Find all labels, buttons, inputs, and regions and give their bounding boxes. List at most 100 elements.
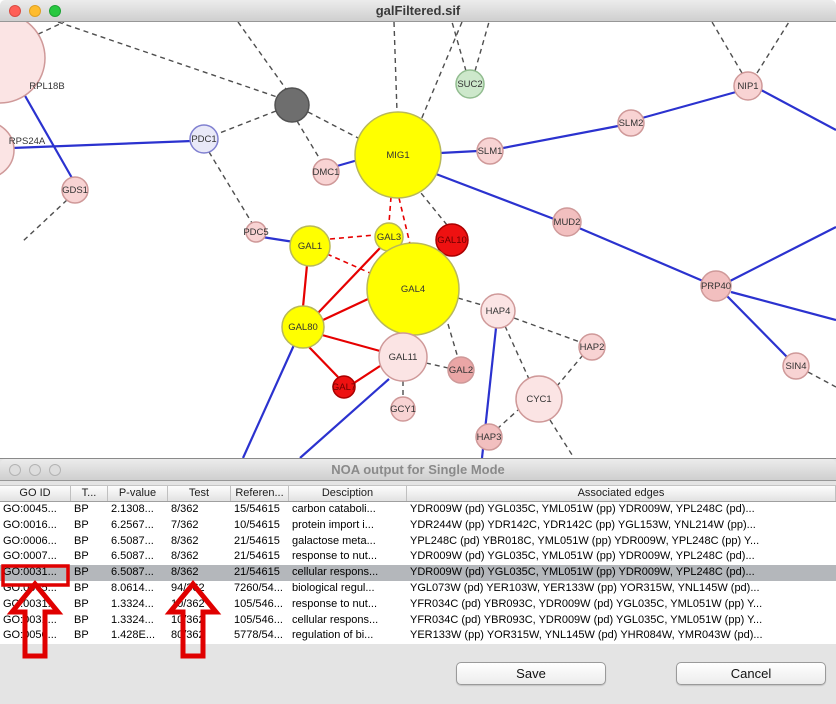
node-gcy1[interactable] [390, 396, 416, 422]
graph-edge[interactable] [425, 362, 449, 369]
column-header-associated-edges[interactable]: Associated edges [407, 486, 836, 501]
node-pdc5[interactable] [245, 221, 267, 243]
column-header-p-value[interactable]: P-value [108, 486, 168, 501]
graph-edge[interactable] [11, 139, 193, 150]
node-nip1[interactable] [733, 71, 763, 101]
graph-edge[interactable] [296, 120, 322, 162]
graph-edge[interactable] [807, 371, 836, 388]
node-sin4[interactable] [782, 352, 810, 380]
node-gal80[interactable] [281, 305, 325, 349]
graph-edge[interactable] [457, 297, 483, 306]
graph-edge[interactable] [760, 89, 836, 131]
graph-edge[interactable] [208, 151, 253, 224]
graph-edge[interactable] [241, 344, 296, 458]
node-gds1[interactable] [61, 176, 89, 204]
graph-edge[interactable] [261, 235, 295, 244]
graph-edge[interactable] [326, 253, 371, 274]
node-rpl18b[interactable] [0, 22, 46, 104]
graph-edge[interactable] [308, 346, 339, 378]
node-dmc1[interactable] [312, 158, 340, 186]
graph-edge[interactable] [711, 22, 743, 74]
node-slm2[interactable] [617, 109, 645, 137]
graph-edge[interactable] [420, 22, 463, 121]
graph-edge[interactable] [329, 234, 376, 240]
graph-edge[interactable] [307, 111, 361, 140]
graph-edge[interactable] [513, 317, 581, 343]
column-header-go-id[interactable]: GO ID [0, 486, 71, 501]
graph-edge[interactable] [504, 325, 530, 380]
graph-edge[interactable] [756, 22, 790, 74]
node-prp40[interactable] [700, 270, 732, 302]
zoom-button[interactable] [49, 4, 61, 17]
column-header-test[interactable]: Test [168, 486, 231, 501]
cancel-button[interactable]: Cancel [676, 662, 826, 685]
node-hap4[interactable] [480, 293, 516, 329]
graph-edge[interactable] [57, 22, 281, 99]
node-hap3[interactable] [475, 423, 503, 451]
graph-edge[interactable] [317, 247, 381, 314]
node-gal1[interactable] [289, 225, 331, 267]
column-header-reference[interactable]: Referen... [231, 486, 289, 501]
graph-edge[interactable] [420, 192, 448, 226]
graph-edge[interactable] [502, 124, 619, 150]
node-rps24a[interactable] [0, 122, 15, 178]
graph-edge[interactable] [641, 90, 737, 120]
graph-window-titlebar[interactable]: galFiltered.sif [0, 0, 836, 22]
graph-edge[interactable] [549, 419, 575, 458]
node-gal11[interactable] [378, 332, 428, 382]
node-gray-node[interactable] [274, 87, 310, 123]
column-header-description[interactable]: Desciption [289, 486, 407, 501]
graph-edge[interactable] [556, 354, 584, 387]
node-cyc1[interactable] [515, 375, 563, 423]
graph-edge[interactable] [216, 110, 277, 135]
node-pdc1[interactable] [189, 124, 219, 154]
noa-window-titlebar[interactable]: NOA output for Single Mode [0, 459, 836, 481]
node-slm1[interactable] [476, 137, 504, 165]
node-suc2[interactable] [455, 69, 485, 99]
graph-edge[interactable] [237, 22, 287, 90]
graph-edge[interactable] [393, 22, 398, 113]
graph-edge[interactable] [726, 295, 788, 358]
zoom-button[interactable] [49, 463, 61, 476]
node-gal2[interactable] [447, 356, 475, 384]
graph-edge[interactable] [496, 409, 519, 430]
graph-edge[interactable] [353, 365, 381, 384]
graph-edge[interactable] [447, 323, 459, 359]
graph-edge[interactable] [388, 196, 392, 224]
node-mud2[interactable] [552, 207, 582, 237]
graph-edge[interactable] [321, 333, 381, 353]
node-hap2[interactable] [578, 333, 606, 361]
graph-edge[interactable] [451, 22, 467, 72]
graph-edge[interactable] [474, 22, 490, 72]
graph-edge[interactable] [336, 158, 359, 168]
minimize-button[interactable] [29, 4, 41, 17]
graph-edge[interactable] [21, 199, 68, 243]
graph-edge[interactable] [730, 290, 836, 322]
graph-edge[interactable] [578, 226, 704, 283]
minimize-button[interactable] [29, 463, 41, 476]
network-canvas[interactable]: RPL18BRPS24AGDS1PDC1DMC1MIG1SUC2SLM1SLM2… [0, 22, 836, 458]
graph-edge[interactable] [435, 172, 555, 221]
graph-edge[interactable] [729, 226, 836, 282]
column-header-type[interactable]: T... [71, 486, 108, 501]
graph-edge[interactable] [299, 378, 390, 458]
node-gal7[interactable] [332, 375, 356, 399]
close-button[interactable] [9, 463, 21, 476]
graph-edge[interactable] [29, 22, 65, 39]
close-button[interactable] [9, 4, 21, 17]
node-gal10[interactable] [435, 223, 469, 257]
graph-edge[interactable] [439, 149, 479, 155]
graph-edge[interactable] [301, 264, 309, 308]
save-button[interactable]: Save [456, 662, 606, 685]
node-mig1[interactable] [354, 111, 442, 199]
graph-edge[interactable] [398, 197, 411, 245]
